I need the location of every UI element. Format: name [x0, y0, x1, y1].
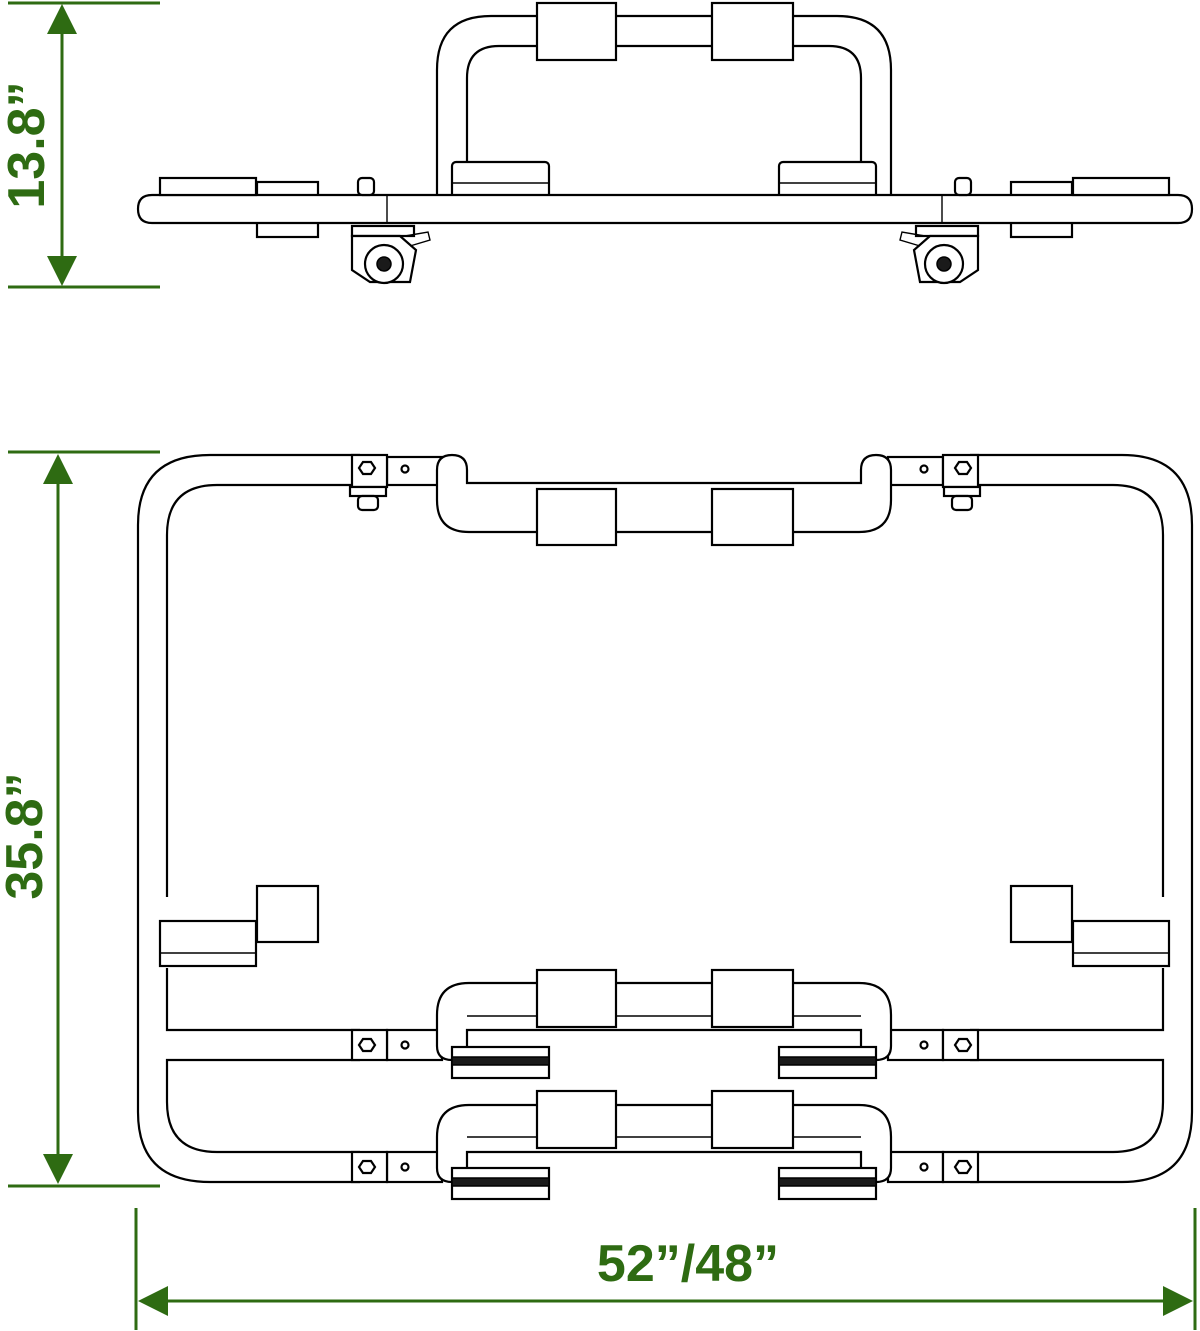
side-main-rail: [136, 193, 1194, 225]
side-view: [136, 1, 1194, 285]
side-outer-pad-right: [1071, 176, 1171, 197]
side-caster-left: [350, 224, 431, 285]
top-connector-front-right: [886, 1150, 945, 1184]
side-bolt-right: [953, 176, 973, 197]
side-bolt-left: [356, 176, 376, 197]
top-grip-mid-right: [710, 968, 795, 1029]
hex-nuts: [357, 460, 973, 1175]
top-block-left: [255, 884, 320, 944]
top-connector-top-left: [385, 455, 444, 487]
dimension-width: 52”/48”: [134, 1208, 1197, 1330]
top-pad-left: [158, 919, 258, 968]
top-caster-rear-left: [348, 485, 388, 512]
depth-label: 35.8”: [0, 772, 54, 899]
side-grip-right: [710, 1, 795, 62]
top-grip-front-right: [710, 1089, 795, 1150]
dimension-height: 13.8”: [0, 1, 160, 289]
top-handle-rear: [435, 453, 893, 534]
top-grip-rear-left: [535, 487, 618, 547]
top-view: [136, 453, 1194, 1201]
width-label: 52”/48”: [597, 1235, 779, 1293]
side-grip-left: [535, 1, 618, 62]
top-grip-mid-left: [535, 968, 618, 1029]
top-frame-inner: [165, 483, 1165, 1154]
top-connector-mid-right: [886, 1028, 945, 1062]
top-connector-mid-left: [385, 1028, 444, 1062]
height-label: 13.8”: [0, 81, 56, 208]
side-caster-right: [899, 224, 980, 285]
top-frame-outer: [136, 453, 1194, 1184]
side-handle-outer: [435, 14, 893, 195]
top-caster-rear-right: [942, 485, 982, 512]
side-handle-inner: [465, 44, 863, 195]
side-outer-pad-left: [158, 176, 258, 197]
top-pad-right: [1071, 919, 1171, 968]
top-connector-top-right: [886, 455, 945, 487]
top-grip-front-left: [535, 1089, 618, 1150]
top-block-right: [1009, 884, 1074, 944]
dimension-depth: 35.8”: [0, 450, 160, 1188]
top-connector-front-left: [385, 1150, 444, 1184]
top-grip-rear-right: [710, 487, 795, 547]
